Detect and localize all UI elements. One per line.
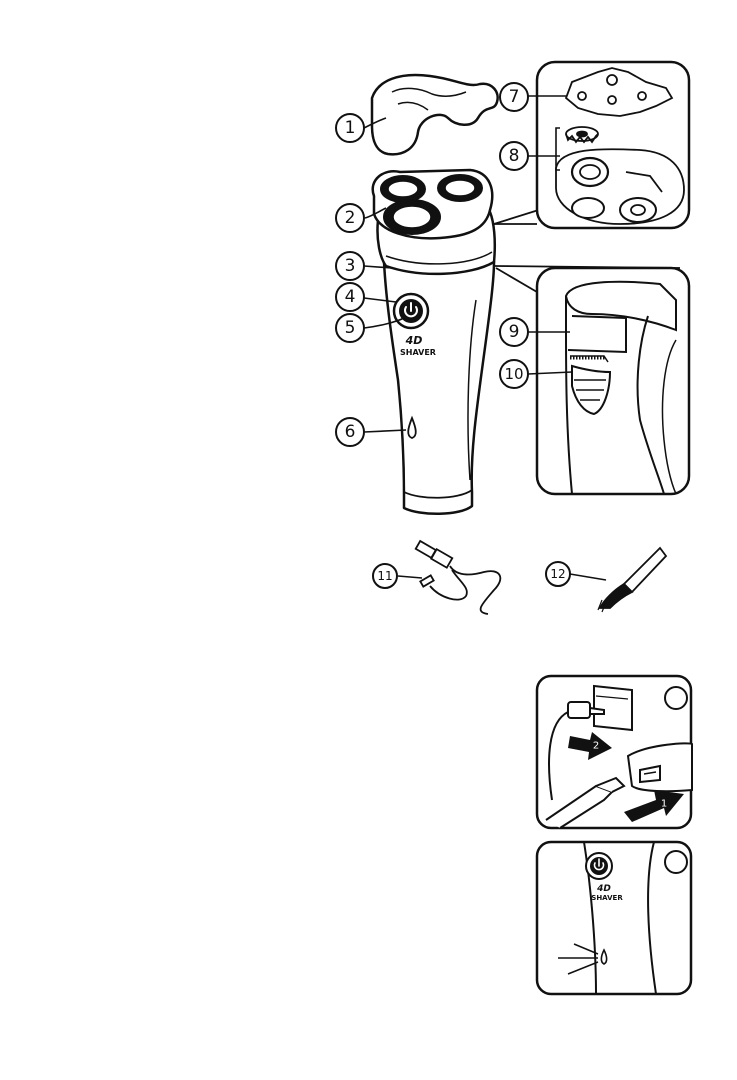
svg-text:8: 8 [509,146,520,166]
svg-text:5: 5 [345,318,356,338]
svg-text:6: 6 [345,422,356,442]
callout-9: 9 [500,318,528,346]
callout-12: 12 [546,562,570,586]
callout-10: 10 [500,360,528,388]
callout-6: 6 [336,418,364,446]
wall-adapter [594,686,632,730]
svg-text:10: 10 [504,365,523,383]
callout-5: 5 [336,314,364,342]
callout-4: 4 [336,283,364,311]
svg-text:9: 9 [509,322,520,342]
head-base [556,149,684,224]
cleaning-brush [598,548,666,612]
charging-light [601,950,606,964]
callout-7: 7 [500,83,528,111]
panel-charging-indicator: 4D SHAVER [537,842,691,994]
callout-8: 8 [500,142,528,170]
svg-text:1: 1 [345,118,356,138]
svg-text:2: 2 [593,741,599,752]
callout-3: 3 [336,252,364,280]
brand-logo-shaver: SHAVER [400,348,436,357]
callout-11: 11 [373,564,397,588]
usb-cable [416,541,501,614]
svg-text:7: 7 [509,87,520,107]
svg-text:11: 11 [377,569,392,583]
svg-text:12: 12 [550,567,565,581]
protective-cap [372,75,498,154]
svg-text:1: 1 [661,799,667,810]
cutter-blade [566,127,598,142]
brand-logo-shaver: SHAVER [591,894,623,902]
brand-logo-4d: 4D [596,884,611,894]
power-button [394,294,428,328]
svg-text:2: 2 [345,208,356,228]
callout-2: 2 [336,204,364,232]
svg-text:3: 3 [345,256,356,276]
svg-text:4: 4 [345,287,356,307]
callout-1: 1 [336,114,364,142]
panel-charging-step: 2 1 [537,676,692,828]
brand-logo-4d: 4D [405,334,423,347]
adapter-plug [568,702,590,718]
